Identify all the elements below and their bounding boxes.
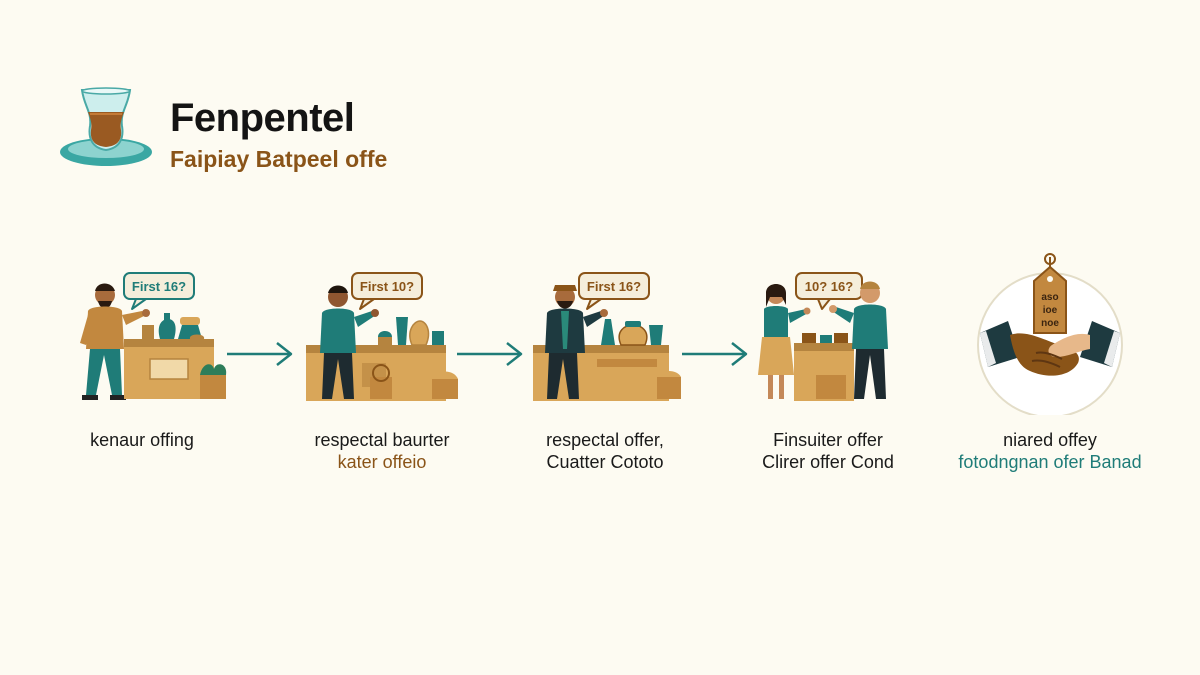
stage-4: 10? 16? Finsuiter offer Clirer offer Con… bbox=[728, 245, 928, 485]
arrow-right-icon bbox=[682, 342, 748, 366]
stage-2-caption: respectal baurter kater offeio bbox=[282, 429, 482, 473]
bubble-text: 10? 16? bbox=[805, 279, 853, 294]
caption-line-1: niared offey bbox=[1003, 430, 1097, 450]
stage-3-illustration: First 16? bbox=[533, 272, 681, 401]
handshake-icon bbox=[980, 321, 1120, 376]
speech-bubble: First 16? bbox=[123, 272, 195, 310]
stage-2-illustration: First 10? bbox=[306, 272, 458, 401]
caption-line-1: respectal baurter bbox=[314, 430, 450, 450]
tag-line-1: aso bbox=[1041, 292, 1058, 303]
tag-line-2: ioe bbox=[1043, 305, 1058, 316]
bubble-text: First 10? bbox=[360, 279, 414, 294]
stage-5-caption: niared offey fotodngnan ofer Banad bbox=[950, 429, 1150, 473]
stage-5: aso ioe noe niared offey fotodngnan ofer… bbox=[950, 245, 1150, 485]
stage-3: First 16? respectal offer, Cuatter Cotot… bbox=[505, 245, 705, 485]
caption-line-1: Finsuiter offer bbox=[773, 430, 883, 450]
stage-4-caption: Finsuiter offer Clirer offer Cond bbox=[728, 429, 928, 473]
bubble-text: First 16? bbox=[132, 279, 186, 294]
stage-1-illustration: First 16? bbox=[80, 272, 227, 400]
price-tag-icon: aso ioe noe bbox=[1033, 253, 1067, 334]
page-title: Fenpentel bbox=[170, 96, 355, 140]
speech-bubble: First 10? bbox=[351, 272, 423, 310]
stage-4-illustration: 10? 16? bbox=[758, 272, 888, 401]
arrow-right-icon bbox=[227, 342, 293, 366]
stage-1: First 16? kenaur offing bbox=[42, 245, 242, 485]
tea-glass-icon bbox=[60, 87, 152, 166]
speech-bubble: First 16? bbox=[578, 272, 650, 310]
tag-line-3: noe bbox=[1041, 318, 1059, 329]
stage-2: First 10? respectal baurter kater offeio bbox=[282, 245, 482, 485]
caption-line-2: fotodngnan ofer Banad bbox=[958, 452, 1142, 472]
caption-line-1: respectal offer, bbox=[546, 430, 664, 450]
stage-1-caption: kenaur offing bbox=[42, 429, 242, 451]
stage-5-illustration: aso ioe noe bbox=[977, 253, 1123, 415]
page-subtitle: Faipiay Batpeel offe bbox=[170, 146, 388, 172]
speech-bubble: 10? 16? bbox=[795, 272, 863, 310]
caption-line-2: Clirer offer Cond bbox=[762, 452, 894, 472]
header: Fenpentel Faipiay Batpeel offe bbox=[58, 78, 478, 178]
caption-line-2: Cuatter Cototo bbox=[546, 452, 664, 472]
caption-line-2: kater offeio bbox=[337, 452, 427, 472]
arrow-right-icon bbox=[457, 342, 523, 366]
bubble-text: First 16? bbox=[587, 279, 641, 294]
stage-3-caption: respectal offer, Cuatter Cototo bbox=[505, 429, 705, 473]
caption-line-1: kenaur offing bbox=[90, 430, 194, 450]
